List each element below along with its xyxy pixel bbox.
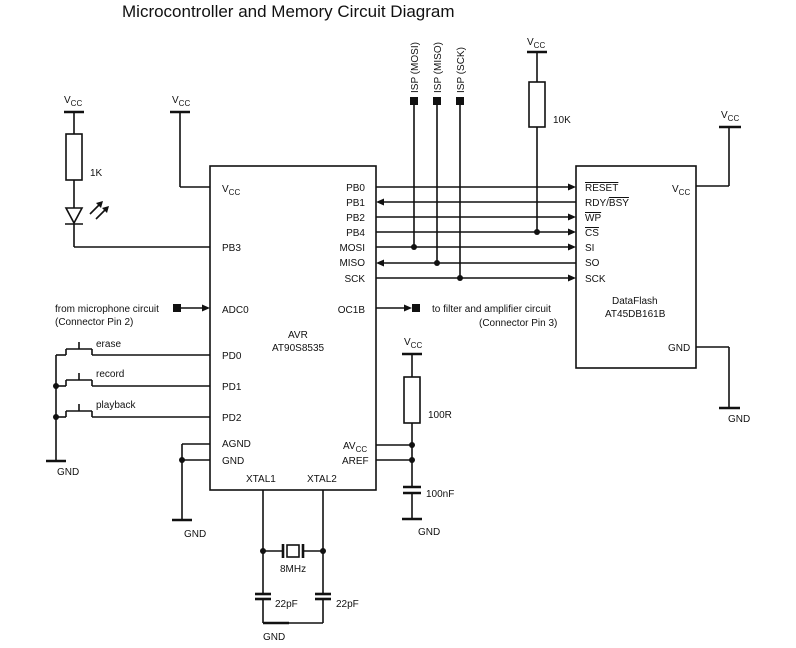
avr-pin-pb1: PB1 xyxy=(346,198,365,209)
df-pin-reset: RESET xyxy=(585,183,618,194)
resistor-100r xyxy=(403,376,421,424)
isp-connector: ISP (MOSI) ISP (MISO) ISP (SCK) xyxy=(410,42,467,281)
pullup-10k: VCC 10K xyxy=(527,37,571,235)
avr-pin-miso: MISO xyxy=(339,258,365,269)
avr-pin-gnd: GND xyxy=(222,456,244,467)
isp-mosi-pad xyxy=(410,97,418,105)
isp-sck-pad xyxy=(456,97,464,105)
playback-label: playback xyxy=(96,400,136,411)
crystal-oscillator: 8MHz 22pF 22pF GND xyxy=(255,490,359,643)
erase-label: erase xyxy=(96,339,121,350)
record-label: record xyxy=(96,369,124,380)
dataflash-name-label: DataFlash xyxy=(612,296,658,307)
led-icon xyxy=(64,207,84,225)
capacitor-100nf-label: 100nF xyxy=(426,489,454,500)
avr-pin-pd0: PD0 xyxy=(222,351,242,362)
avr-pin-oc1b: OC1B xyxy=(338,305,366,316)
avr-ground: GND xyxy=(172,443,210,540)
vcc-label-pullup: VCC xyxy=(527,37,545,50)
df-pin-vcc: VCC xyxy=(672,184,690,197)
filter-label-line2: (Connector Pin 3) xyxy=(479,318,557,329)
avcc-filter: VCC 100R 100nF GND xyxy=(376,337,454,538)
capacitor-22pf-2-label: 22pF xyxy=(336,599,359,610)
avr-name-label: AVR xyxy=(288,330,308,341)
dataflash-part-label: AT45DB161B xyxy=(605,309,666,320)
avr-pin-pd1: PD1 xyxy=(222,382,242,393)
df-pin-sck: SCK xyxy=(585,274,606,285)
mic-connector-pad xyxy=(173,304,181,312)
avr-pin-pb3: PB3 xyxy=(222,243,241,254)
avr-pin-avcc: AVCC xyxy=(343,441,367,454)
isp-miso-pad xyxy=(433,97,441,105)
vcc-label-avr: VCC xyxy=(172,95,190,108)
avr-pin-pb4: PB4 xyxy=(346,228,365,239)
resistor-1k xyxy=(65,133,83,181)
avr-pin-vcc: VCC xyxy=(222,184,240,197)
avr-chip xyxy=(209,165,377,491)
vcc-label-dataflash: VCC xyxy=(721,110,739,123)
playback-button: playback xyxy=(53,400,210,420)
capacitor-22pf-1-label: 22pF xyxy=(275,599,298,610)
df-pin-gnd: GND xyxy=(668,343,690,354)
avr-pin-mosi: MOSI xyxy=(339,243,365,254)
isp-miso-label: ISP (MISO) xyxy=(433,42,444,93)
dataflash-chip xyxy=(575,165,697,369)
gnd-label-avcc: GND xyxy=(418,527,440,538)
df-pin-cs: CS xyxy=(585,228,599,239)
mic-label-line2: (Connector Pin 2) xyxy=(55,317,133,328)
avr-pin-xtal2: XTAL2 xyxy=(307,474,337,485)
isp-sck-label: ISP (SCK) xyxy=(456,47,467,93)
vcc-label-avcc: VCC xyxy=(404,337,422,350)
diagram-title: Microcontroller and Memory Circuit Diagr… xyxy=(122,2,455,21)
df-pin-so: SO xyxy=(585,258,600,269)
spi-bus xyxy=(376,183,576,282)
avr-pin-agnd: AGND xyxy=(222,439,251,450)
erase-button: erase xyxy=(56,339,210,356)
resistor-10k-label: 10K xyxy=(553,115,571,126)
dataflash-power: VCC GND xyxy=(696,110,750,425)
df-pin-rdy-bsy: RDY/BSY xyxy=(585,198,629,209)
filter-label-line1: to filter and amplifier circuit xyxy=(432,304,551,315)
led-circuit: VCC 1K xyxy=(64,95,210,248)
vcc-label-led: VCC xyxy=(64,95,82,108)
avr-pin-pb2: PB2 xyxy=(346,213,365,224)
crystal-label: 8MHz xyxy=(280,564,306,575)
resistor-10k xyxy=(528,81,546,128)
gnd-label-buttons: GND xyxy=(57,467,79,478)
mic-input: from microphone circuit (Connector Pin 2… xyxy=(55,304,210,328)
record-button: record xyxy=(53,369,210,389)
gnd-label-avr: GND xyxy=(184,529,206,540)
avr-part-label: AT90S8535 xyxy=(272,343,325,354)
filter-connector-pad xyxy=(412,304,420,312)
gnd-label-crystal: GND xyxy=(263,632,285,643)
resistor-100r-label: 100R xyxy=(428,410,452,421)
avr-pin-adc0: ADC0 xyxy=(222,305,249,316)
filter-output: to filter and amplifier circuit (Connect… xyxy=(376,304,557,329)
avr-pin-pd2: PD2 xyxy=(222,413,242,424)
df-pin-si: SI xyxy=(585,243,594,254)
button-group: GND erase record xyxy=(46,339,210,478)
df-pin-wp: WP xyxy=(585,213,601,224)
avr-pin-pb0: PB0 xyxy=(346,183,365,194)
mic-label-line1: from microphone circuit xyxy=(55,304,159,315)
avr-pin-sck: SCK xyxy=(344,274,365,285)
isp-mosi-label: ISP (MOSI) xyxy=(410,42,421,93)
resistor-1k-label: 1K xyxy=(90,168,103,179)
avr-pin-aref: AREF xyxy=(342,456,369,467)
avr-pin-xtal1: XTAL1 xyxy=(246,474,276,485)
gnd-label-dataflash: GND xyxy=(728,414,750,425)
avr-vcc-supply: VCC xyxy=(170,95,210,188)
